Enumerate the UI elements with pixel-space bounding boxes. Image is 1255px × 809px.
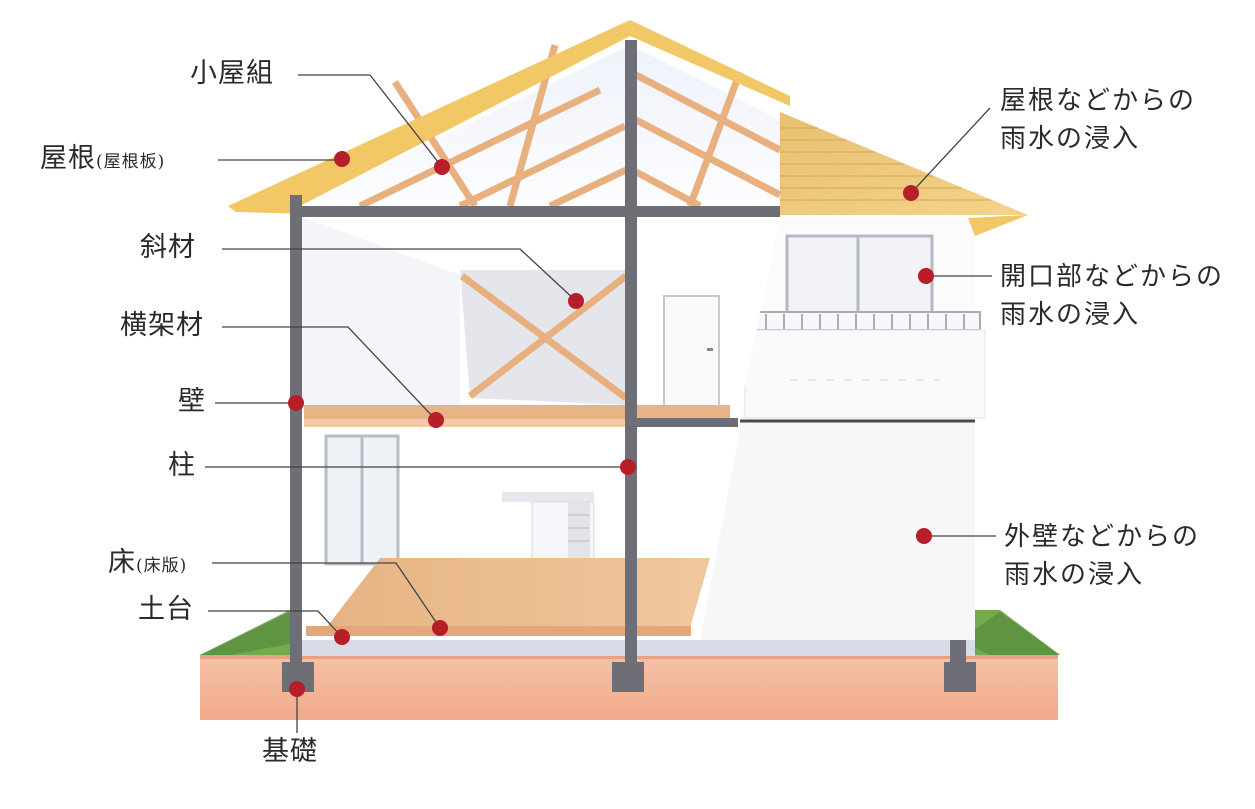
label-kabe-text: 壁 [178, 386, 206, 417]
marker-roof-intrusion [903, 185, 919, 201]
label-wall-intrusion-line1: 外壁などからの [1004, 522, 1201, 552]
label-yokogaizai: 横架材 [120, 312, 204, 339]
label-roof-intrusion-line1: 屋根などからの [1000, 86, 1197, 116]
label-yuka: 床(床版) [108, 549, 187, 576]
label-yokogaizai-text: 横架材 [120, 310, 204, 341]
label-wall-intrusion: 外壁などからの 雨水の浸入 [1004, 518, 1200, 594]
label-opening-intrusion-line1: 開口部などからの [1000, 262, 1225, 292]
marker-wall-intrusion [916, 528, 932, 544]
label-yuka-sub: (床版) [136, 556, 188, 576]
label-yuka-text: 床 [108, 547, 136, 578]
label-hashira: 柱 [168, 452, 196, 479]
marker-foundation [289, 681, 305, 697]
sill-beam [306, 626, 691, 636]
label-roof-intrusion: 屋根などからの 雨水の浸入 [1000, 82, 1196, 158]
label-dodai: 土台 [138, 596, 194, 623]
roof-board [228, 20, 790, 206]
label-koyagumi: 小屋組 [190, 60, 274, 87]
label-opening-intrusion-line2: 雨水の浸入 [1000, 300, 1141, 330]
label-dodai-text: 土台 [138, 594, 194, 625]
label-roof: 屋根(屋根板) [40, 145, 165, 172]
kitchen-counter [502, 492, 594, 502]
label-wall-intrusion-line2: 雨水の浸入 [1004, 560, 1145, 590]
label-kiso-text: 基礎 [262, 736, 318, 767]
marker-opening-intrusion [918, 268, 934, 284]
label-roof-intrusion-line2: 雨水の浸入 [1000, 124, 1141, 154]
marker-sill [334, 629, 350, 645]
floor-board [326, 558, 710, 628]
label-roof-text: 屋根 [40, 143, 96, 174]
marker-koyagumi [434, 159, 450, 175]
marker-beam [428, 412, 444, 428]
label-roof-sub: (屋根板) [96, 152, 166, 172]
marker-post [620, 459, 636, 475]
label-kiso: 基礎 [262, 738, 318, 765]
marker-roof [334, 151, 350, 167]
label-opening-intrusion: 開口部などからの 雨水の浸入 [1000, 258, 1224, 334]
label-shazai: 斜材 [140, 234, 196, 261]
label-hashira-text: 柱 [168, 450, 196, 481]
horizontal-beam [304, 405, 730, 419]
marker-wall [288, 395, 304, 411]
marker-brace [568, 293, 584, 309]
label-kabe: 壁 [178, 388, 206, 415]
label-koyagumi-text: 小屋組 [190, 58, 274, 89]
label-shazai-text: 斜材 [140, 232, 196, 263]
marker-floor [432, 620, 448, 636]
